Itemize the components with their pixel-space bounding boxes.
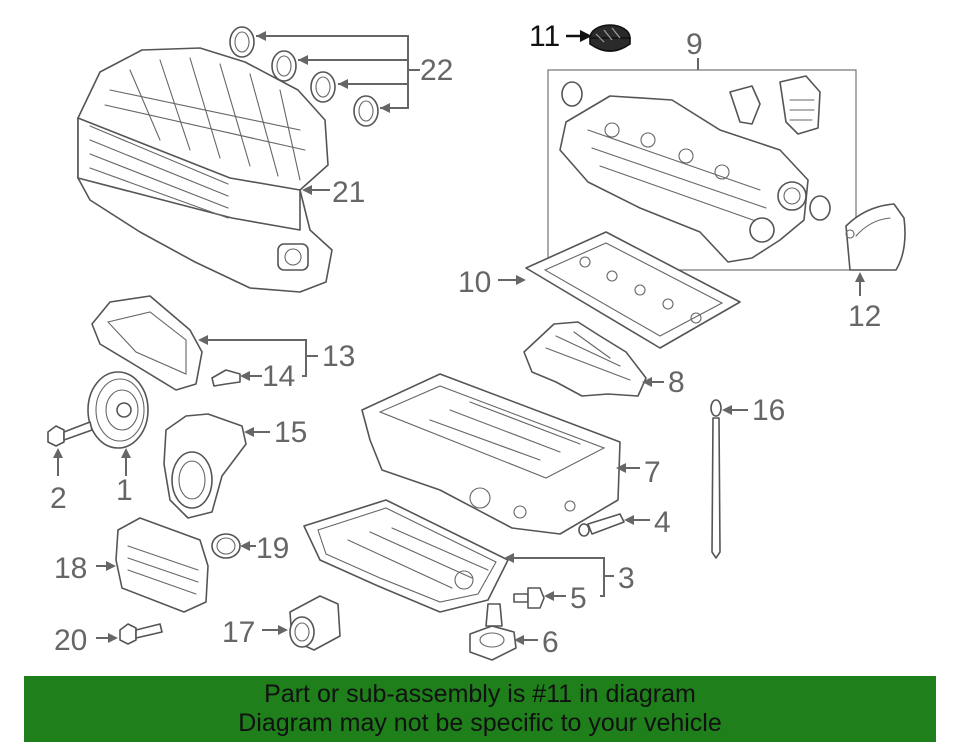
callout-10: 10	[458, 266, 491, 299]
callout-18: 18	[54, 552, 87, 585]
oil-drain-plug[interactable]	[513, 587, 545, 609]
part-info-banner: Part or sub-assembly is #11 in diagram D…	[24, 676, 936, 742]
camshaft-cover[interactable]	[91, 295, 203, 391]
callout-14: 14	[262, 360, 295, 393]
callout-2: 2	[50, 482, 67, 515]
callout-1: 1	[116, 474, 133, 507]
callout-16: 16	[752, 394, 785, 427]
oil-filler-cap[interactable]	[589, 24, 631, 52]
part-info-line: Part or sub-assembly is #11 in diagram	[264, 680, 696, 708]
callout-22: 22	[420, 54, 453, 87]
callout-7: 7	[644, 456, 661, 489]
oil-cooler[interactable]	[115, 517, 209, 613]
front-timing-cover[interactable]	[163, 413, 247, 519]
oil-dipstick[interactable]	[710, 399, 722, 559]
timing-belt-cover[interactable]	[845, 203, 906, 271]
cooler-bolt[interactable]	[119, 623, 163, 645]
vehicle-disclaimer-line: Diagram may not be specific to your vehi…	[238, 709, 722, 737]
callout-20: 20	[54, 624, 87, 657]
oil-pan-upper[interactable]	[361, 373, 621, 535]
callout-4: 4	[654, 506, 671, 539]
valve-cover-group-frame	[547, 69, 857, 271]
callout-17: 17	[222, 616, 255, 649]
callout-19: 19	[256, 532, 289, 565]
callout-8: 8	[668, 366, 685, 399]
oil-baffle-plate[interactable]	[523, 321, 647, 397]
valve-cover[interactable]	[559, 75, 831, 263]
callout-11[interactable]: 11	[529, 20, 560, 53]
oil-pan-lower[interactable]	[303, 499, 509, 613]
callout-12: 12	[848, 300, 881, 333]
oil-pump-pickup[interactable]	[469, 603, 517, 661]
callout-21: 21	[332, 176, 365, 209]
callout-13: 13	[322, 340, 355, 373]
callout-15: 15	[274, 416, 307, 449]
oil-filter[interactable]	[289, 595, 341, 651]
intake-manifold[interactable]	[77, 47, 333, 293]
oil-level-sensor[interactable]	[578, 513, 625, 537]
callout-6: 6	[542, 626, 559, 659]
intake-seal-rings[interactable]	[229, 26, 379, 127]
crankshaft-pulley[interactable]	[87, 371, 149, 449]
callout-9: 9	[686, 28, 703, 61]
valve-cover-gasket[interactable]	[525, 231, 741, 349]
pulley-bolt[interactable]	[47, 421, 93, 447]
cooler-o-ring[interactable]	[211, 533, 241, 559]
engine-parts-diagram: 22 21 9 11 10 12 13 14 8 16 15 2 1 7 4 1…	[47, 20, 906, 661]
callout-5: 5	[570, 582, 587, 615]
camshaft-seal[interactable]	[211, 369, 241, 387]
callout-3: 3	[618, 562, 635, 595]
